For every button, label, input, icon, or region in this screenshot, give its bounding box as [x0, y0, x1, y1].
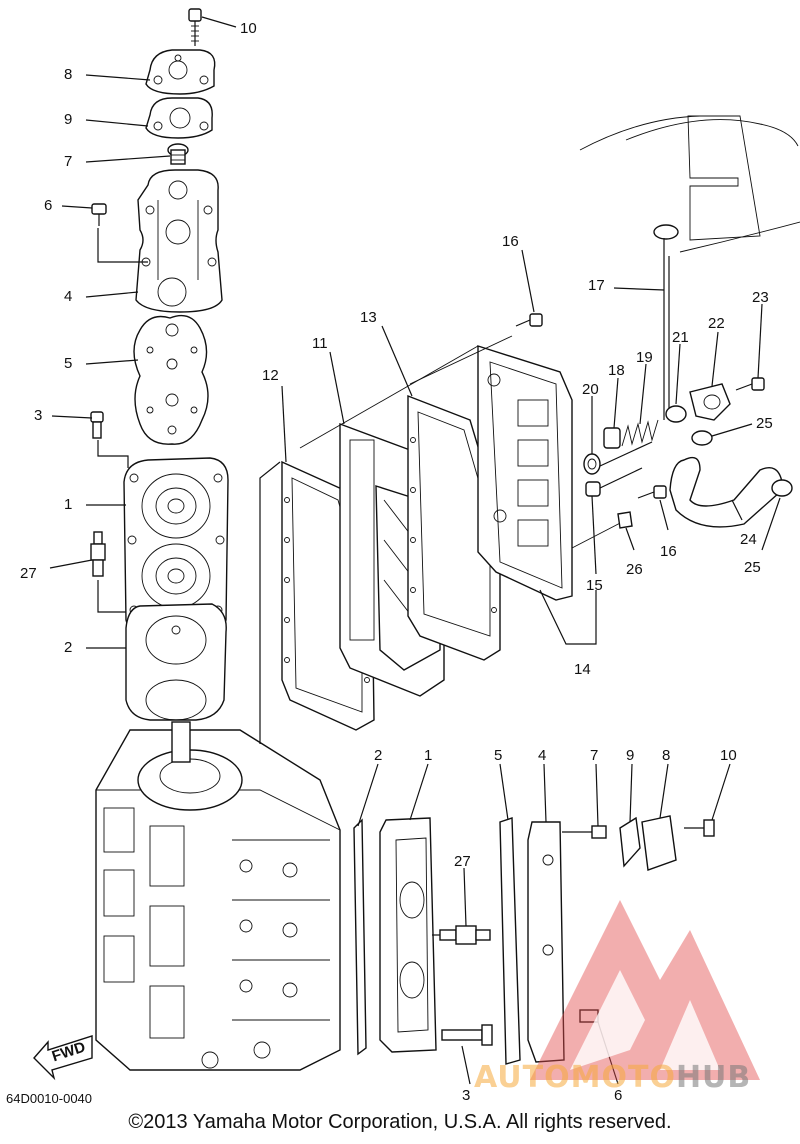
bolt-10-top	[188, 8, 202, 46]
side-callout-8: 8	[662, 747, 670, 764]
callout-17: 17	[588, 277, 605, 294]
watermark-word-b: HUB	[675, 1060, 752, 1095]
callout-24: 24	[740, 531, 757, 548]
callout-7: 7	[64, 153, 72, 170]
thermostat-7	[167, 143, 189, 165]
side-head-1	[379, 817, 437, 1053]
fitting-18	[603, 427, 621, 449]
callout-4: 4	[64, 288, 72, 305]
callout-18: 18	[608, 362, 625, 379]
bolt-3	[90, 411, 104, 439]
callout-19: 19	[636, 349, 653, 366]
callout-9: 9	[64, 111, 72, 128]
side-gasket-9	[619, 816, 641, 868]
callout-26: 26	[626, 561, 643, 578]
drawing-code: 64D0010-0040	[6, 1091, 93, 1106]
callout-25b: 25	[744, 559, 761, 576]
callout-16a: 16	[502, 233, 519, 250]
spark-plug-27	[90, 531, 106, 577]
callout-14: 14	[574, 661, 591, 678]
bolt-16-top	[515, 313, 543, 327]
callout-5: 5	[64, 355, 72, 372]
engine-block	[95, 721, 341, 1071]
hose-24	[669, 456, 783, 528]
side-cover-8	[641, 815, 677, 871]
callout-6: 6	[44, 197, 52, 214]
automotohub-logo	[530, 900, 760, 1080]
side-spark-plug-27	[432, 925, 491, 945]
side-cover-4	[527, 821, 565, 1063]
watermark-text: AUTOMOTOHUB	[474, 1060, 751, 1095]
side-callout-4: 4	[538, 747, 546, 764]
side-callout-1: 1	[424, 747, 432, 764]
clip-25-lower	[771, 479, 793, 497]
side-bolt-3	[441, 1024, 493, 1046]
bolt-16-lower	[637, 485, 667, 499]
callout-22: 22	[708, 315, 725, 332]
callout-27: 27	[20, 565, 37, 582]
side-callout-5: 5	[494, 747, 502, 764]
callout-2: 2	[64, 639, 72, 656]
gasket-21	[665, 405, 687, 423]
cowling-outline	[579, 115, 800, 253]
head-gasket-2	[125, 603, 227, 721]
gasket-5	[133, 314, 209, 445]
bolt-6	[91, 203, 107, 226]
fwd-arrow	[33, 1035, 93, 1081]
callout-20: 20	[582, 381, 599, 398]
callout-1: 1	[64, 496, 72, 513]
grommet-20	[583, 453, 601, 475]
side-callout-27: 27	[454, 853, 471, 870]
callout-15: 15	[586, 577, 603, 594]
head-cover-4	[135, 169, 223, 313]
callout-23: 23	[752, 289, 769, 306]
side-callout-7: 7	[590, 747, 598, 764]
callout-25a: 25	[756, 415, 773, 432]
callout-11: 11	[312, 335, 328, 352]
callout-3: 3	[34, 407, 42, 424]
clip-25-upper	[691, 430, 713, 446]
side-callout-9: 9	[626, 747, 634, 764]
side-callout-10: 10	[720, 747, 737, 764]
shift-rod-17	[653, 224, 679, 420]
plug-15	[585, 467, 643, 497]
side-bolt-10	[684, 819, 715, 837]
watermark-word-a: AUTOMOTO	[474, 1060, 676, 1095]
cover-8	[145, 49, 216, 95]
gasket-9	[145, 97, 213, 139]
spring-19	[621, 419, 659, 447]
callout-13: 13	[360, 309, 377, 326]
bolt-23	[735, 377, 765, 391]
side-callout-6: 6	[614, 1087, 622, 1104]
callout-16b: 16	[660, 543, 677, 560]
side-gasket-2	[353, 818, 367, 1056]
callout-21: 21	[672, 329, 689, 346]
gasket-13	[407, 394, 501, 661]
side-thermostat-7	[562, 825, 607, 839]
callout-12: 12	[262, 367, 279, 384]
outer-cover-14	[477, 345, 573, 601]
clip-26	[617, 511, 633, 529]
joint-22	[689, 383, 731, 421]
side-callout-2: 2	[374, 747, 382, 764]
callout-10: 10	[240, 20, 257, 37]
callout-8: 8	[64, 66, 72, 83]
side-callout-3: 3	[462, 1087, 470, 1104]
copyright-notice: ©2013 Yamaha Motor Corporation, U.S.A. A…	[128, 1111, 672, 1133]
